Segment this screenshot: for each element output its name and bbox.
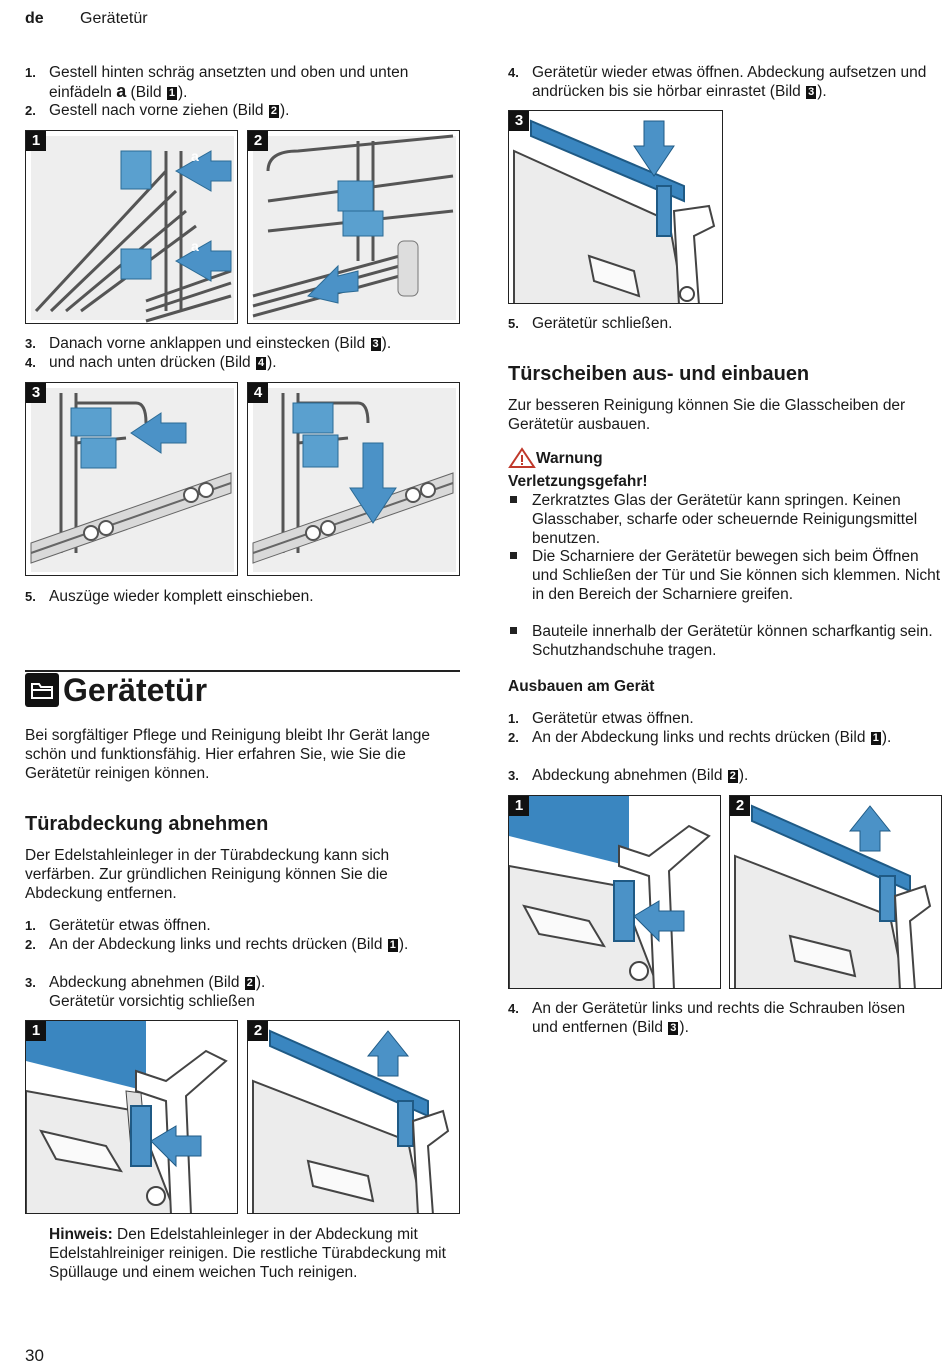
callout-a-2: a: [191, 238, 199, 254]
subsection-heading: Ausbauen am Gerät: [508, 678, 655, 695]
figure-ref-badge: 1: [387, 939, 398, 952]
step-1: 1. Gestell hinten schräg ansetzten und o…: [25, 64, 409, 101]
warning-bullet: Zerkratztes Glas der Gerätetür kann spri…: [508, 491, 943, 548]
door-illustration: [513, 119, 716, 303]
door-illustration: [252, 1029, 450, 1213]
figure-door-cover-1: 1: [508, 795, 721, 989]
step-2: 2. An der Abdeckung links und rechts drü…: [508, 729, 892, 746]
figure-ref-badge: 1: [166, 87, 177, 100]
bullet-icon: [508, 491, 532, 548]
folder-icon: [25, 673, 59, 707]
section-rule: [25, 670, 460, 672]
figure-door-cover-1: 1: [25, 1020, 238, 1214]
step-4: 4. Gerätetür wieder etwas öffnen. Abdeck…: [508, 64, 927, 100]
figure-number: 4: [248, 383, 268, 403]
warning-header: Warnung: [508, 447, 603, 469]
figure-number: 2: [248, 1021, 268, 1041]
step-5: 5. Gerätetür schließen.: [508, 315, 673, 332]
subsection-title: Türscheiben aus- und einbauen: [508, 363, 810, 385]
bullet-icon: [508, 622, 532, 660]
figure-number: 1: [26, 1021, 46, 1041]
figure-ref-badge: 2: [268, 105, 279, 118]
intro-paragraph: Bei sorgfältiger Pflege und Reinigung bl…: [25, 727, 430, 782]
step-5: 5. Auszüge wieder komplett einschieben.: [25, 588, 314, 605]
note-label: Hinweis:: [49, 1226, 113, 1243]
subsection-paragraph: Der Edelstahleinleger in der Türabdeckun…: [25, 847, 390, 902]
figure-ref-badge: 4: [255, 357, 267, 370]
figure-door-cover-3: 3: [508, 110, 723, 304]
bullet-icon: [508, 547, 532, 604]
figure-number: 1: [26, 131, 46, 151]
label-a: a: [116, 81, 127, 101]
door-illustration: [26, 1021, 228, 1213]
figure-rack-2: 2: [247, 130, 460, 324]
figure-rack-3: 3: [25, 382, 238, 576]
step-2: 2. An der Abdeckung links und rechts drü…: [25, 936, 409, 953]
warning-title: Verletzungsgefahr!: [508, 473, 648, 490]
note-paragraph: Hinweis: Den Edelstahleinleger in der Ab…: [49, 1226, 446, 1281]
step-3: 3. Danach vorne anklappen und einstecken…: [25, 335, 392, 352]
figure-number: 3: [509, 111, 529, 131]
warning-triangle-icon: [508, 447, 536, 468]
warning-bullet: Bauteile innerhalb der Gerätetür können …: [508, 622, 943, 660]
figure-door-cover-2: 2: [729, 795, 942, 989]
page-header-title: Gerätetür: [80, 10, 148, 27]
subsection-paragraph: Zur besseren Reinigung können Sie die Gl…: [508, 397, 906, 433]
step-number: 2.: [25, 103, 36, 118]
warning-label: Warnung: [536, 449, 603, 467]
figure-ref-badge: 3: [668, 1022, 679, 1035]
rack-illustration: a a: [31, 136, 234, 323]
step-1: 1. Gerätetür etwas öffnen.: [25, 917, 211, 934]
figure-rack-1: 1 a a: [25, 130, 238, 324]
door-illustration: [734, 804, 932, 988]
figure-ref-badge: 2: [244, 977, 255, 990]
step-4: 4. An der Gerätetür links und rechts die…: [508, 1000, 906, 1036]
figure-ref-badge: 3: [806, 86, 817, 99]
step-3: 3. Abdeckung abnehmen (Bild 2).: [508, 767, 749, 784]
rack-illustration: [252, 388, 456, 572]
figure-ref-badge: 3: [370, 338, 381, 351]
figure-number: 2: [248, 131, 268, 151]
step-4: 4. und nach unten drücken (Bild 4).: [25, 354, 277, 371]
door-illustration: [509, 796, 711, 988]
figure-ref-badge: 2: [727, 770, 738, 783]
page-number: 30: [25, 1346, 44, 1365]
figure-door-cover-2: 2: [247, 1020, 460, 1214]
rack-illustration: [252, 134, 456, 320]
subsection-title: Türabdeckung abnehmen: [25, 813, 269, 835]
rack-illustration: [30, 388, 234, 572]
figure-number: 2: [730, 796, 750, 816]
step-1: 1. Gerätetür etwas öffnen.: [508, 710, 694, 727]
figure-number: 3: [26, 383, 46, 403]
step-number: 1.: [25, 65, 36, 80]
figure-rack-4: 4: [247, 382, 460, 576]
section-title: Gerätetür: [63, 672, 208, 708]
figure-ref-badge: 1: [870, 732, 881, 745]
warning-bullet: Die Scharniere der Gerätetür bewegen sic…: [508, 547, 943, 604]
callout-a-1: a: [191, 148, 199, 164]
language-code: de: [25, 10, 44, 27]
step-2: 2. Gestell nach vorne ziehen (Bild 2).: [25, 102, 290, 119]
section-header: Gerätetür: [25, 672, 207, 708]
step-3: 3. Abdeckung abnehmen (Bild 2). Gerätetü…: [25, 974, 266, 1010]
figure-number: 1: [509, 796, 529, 816]
